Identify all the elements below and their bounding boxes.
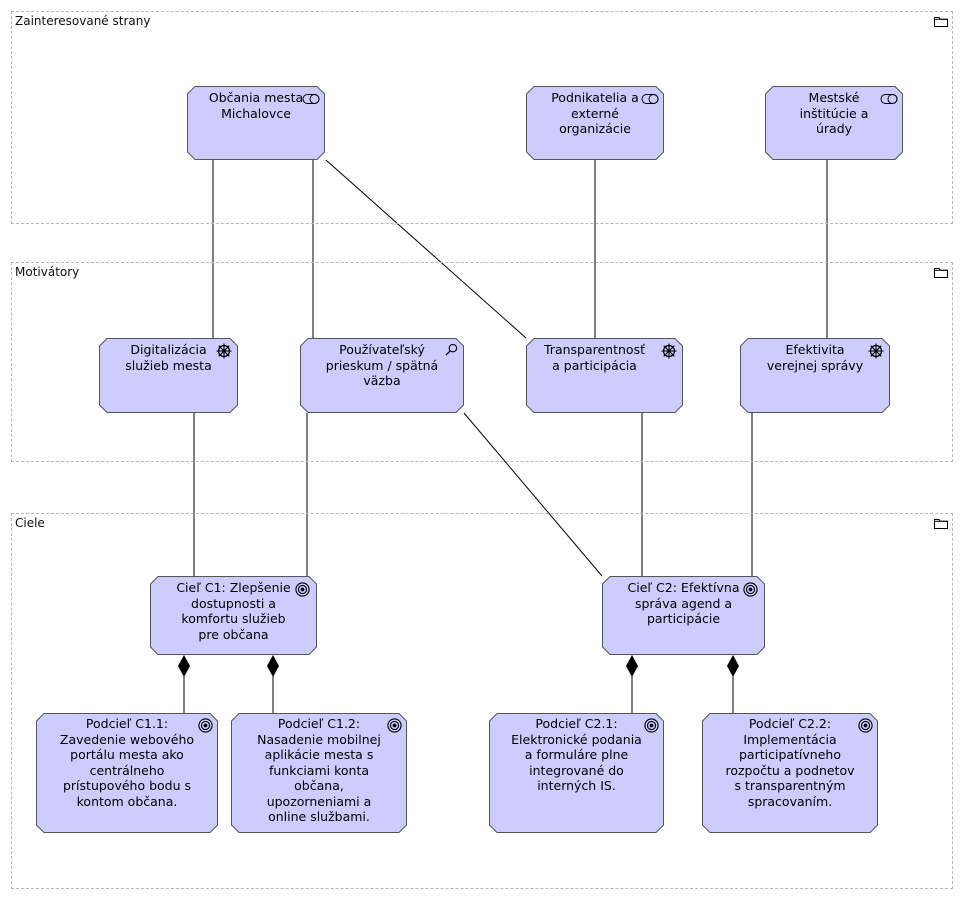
node-label: Podcieľ C2.2: Implementácia participatív…	[725, 716, 855, 809]
stakeholder-citizens[interactable]: Občania mesta Michalovce	[187, 86, 325, 160]
composition-diamond	[626, 655, 638, 677]
association-line	[325, 159, 527, 339]
goal-icon	[858, 718, 873, 733]
node-label: Podnikatelia a externé organizácie	[551, 90, 639, 136]
composition-diamond	[267, 655, 279, 677]
goal-c22[interactable]: Podcieľ C2.2: Implementácia participatív…	[702, 713, 878, 833]
group-goals[interactable]: Ciele	[11, 513, 953, 889]
driver-transparency[interactable]: Transparentnosť a participácia	[526, 338, 683, 413]
goal-c2[interactable]: Cieľ C2: Efektívna správa agend a partic…	[602, 576, 765, 655]
composition-diamond	[727, 655, 739, 677]
node-label: Používateľský prieskum / spätná väzba	[325, 342, 439, 388]
node-label: Cieľ C1: Zlepšenie dostupnosti a komfort…	[176, 580, 291, 642]
node-label: Transparentnosť a participácia	[544, 342, 645, 373]
goal-icon	[644, 718, 659, 733]
node-label: Mestské inštitúcie a úrady	[799, 90, 869, 136]
group-label: Ciele	[15, 516, 45, 530]
driver-digitalization[interactable]: Digitalizácia služieb mesta	[99, 338, 238, 413]
assessment-icon	[445, 343, 458, 356]
node-label: Digitalizácia služieb mesta	[125, 342, 212, 373]
node-label: Cieľ C2: Efektívna správa agend a partic…	[627, 580, 740, 626]
goal-icon	[387, 718, 402, 733]
goal-c21[interactable]: Podcieľ C2.1: Elektronické podania a for…	[489, 713, 664, 833]
folder-icon	[934, 519, 948, 529]
driver-survey[interactable]: Používateľský prieskum / spätná väzba	[300, 338, 464, 413]
node-label: Občania mesta Michalovce	[208, 90, 304, 121]
stakeholder-businesses[interactable]: Podnikatelia a externé organizácie	[526, 86, 664, 160]
stakeholder-icon	[880, 94, 898, 104]
goal-icon	[198, 718, 213, 733]
group-stakeholders[interactable]: Zainteresované strany	[11, 11, 953, 224]
association-line	[463, 412, 603, 577]
composition-diamond	[178, 655, 190, 677]
stakeholder-icon	[302, 94, 320, 104]
node-label: Podcieľ C1.1: Zavedenie webového portálu…	[59, 716, 195, 809]
goal-c12[interactable]: Podcieľ C1.2: Nasadenie mobilnej aplikác…	[231, 713, 407, 833]
goal-c1[interactable]: Cieľ C1: Zlepšenie dostupnosti a komfort…	[150, 576, 317, 655]
node-label: Podcieľ C2.1: Elektronické podania a for…	[511, 716, 642, 793]
stakeholder-icon	[641, 94, 659, 104]
driver-icon	[216, 343, 232, 359]
group-label: Motivátory	[15, 265, 80, 279]
folder-icon	[934, 17, 948, 27]
folder-icon	[934, 268, 948, 278]
goal-icon	[743, 582, 758, 597]
driver-efficiency[interactable]: Efektivita verejnej správy	[740, 338, 890, 413]
group-label: Zainteresované strany	[15, 14, 151, 28]
goal-c11[interactable]: Podcieľ C1.1: Zavedenie webového portálu…	[36, 713, 218, 833]
driver-icon	[868, 343, 884, 359]
stakeholder-institutions[interactable]: Mestské inštitúcie a úrady	[765, 86, 903, 160]
node-label: Podcieľ C1.2: Nasadenie mobilnej aplikác…	[257, 716, 381, 824]
driver-icon	[661, 343, 677, 359]
goal-icon	[295, 582, 310, 597]
node-label: Efektivita verejnej správy	[766, 342, 864, 373]
group-drivers[interactable]: Motivátory	[11, 262, 953, 462]
